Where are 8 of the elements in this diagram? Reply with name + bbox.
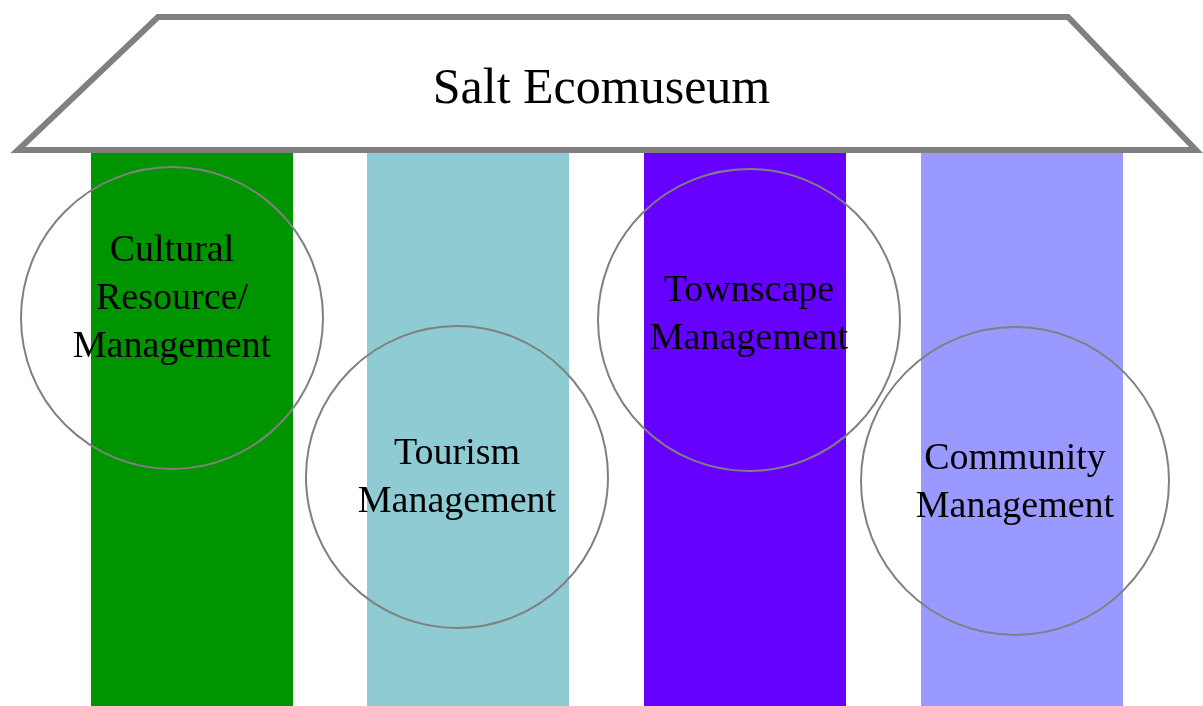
node-label: Tourism Management [356,429,558,522]
node-label: Salt Ecomuseum [432,62,771,110]
circle-outline [597,168,901,472]
circle-outline [860,326,1170,636]
circle-outline [20,166,324,470]
pillar-bar [644,153,846,706]
circle-outline [305,325,609,629]
node-label: Community Management [914,434,1116,527]
